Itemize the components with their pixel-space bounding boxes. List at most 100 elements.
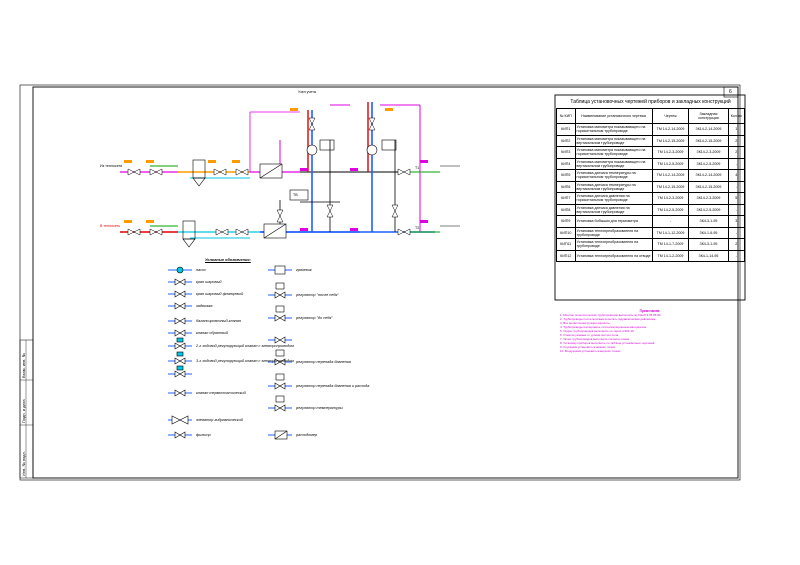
table-cell: КИП1 [556,123,576,136]
table-cell: 4 [727,169,746,182]
legend-title: Условные обозначения: [205,258,251,262]
table-cell: КИП10 [556,226,576,239]
to-network-label: В теплосеть [100,224,121,228]
note-line: 7. Уклон трубопроводов выполнить согласн… [560,337,630,341]
table-cell: КИП6 [556,180,576,193]
table-cell: КИП12 [556,249,576,262]
table-cell: Установка датчика давления на горизонтал… [574,192,653,205]
note-line: 5. Опоры трубопроводов выполнить по сери… [560,329,635,333]
legend-item: клапан обратный [196,331,228,335]
side-label-inventory: Инв. № подл. [21,451,26,476]
legend-item: 2-х ходовой регулирующий клапан с электр… [196,344,294,348]
table-cell: Установка датчика давления на вертикальн… [574,203,653,216]
table-cell: ТМ 14-2-14-2009 [651,123,690,136]
table-cell: 3 [727,215,746,228]
legend-item: задвижка [196,304,213,308]
note-line: 3. Все металлоконструкции окрасить. [560,321,611,325]
table-cell: ЗК4-1-6-95 [688,226,729,239]
table-cell: - [727,180,746,193]
legend-item: регулятор перепада давления [296,360,351,364]
table-cell: ТМ 14-2-3-2009 [651,192,690,205]
table-cell: ЗК14-2-5-2009 [688,157,729,170]
table-cell: ЗК4-3-1-95 [688,238,729,251]
legend-symbols [168,265,292,440]
table-cell: ТМ 14-2-5-2009 [651,157,690,170]
installation-drawings-table: Таблица установочных чертежей приборов и… [556,96,746,296]
table-cell: Установка манометра показывающего на гор… [574,123,653,136]
table-cell: Установка теплопреобразователя на трубоп… [574,238,653,251]
col-header: Кол-во [727,108,746,124]
legend-item: элеватор гидравлический [196,418,243,422]
table-cell: - [651,215,690,228]
legend-item: регулятор "до себя" [296,316,333,320]
table-cell: КИП5 [556,169,576,182]
table-cell: КИП2 [556,134,576,147]
table-cell: Установка манометра показывающего на вер… [574,134,653,147]
table-cell: Установка датчика температуры на вертика… [574,180,653,193]
table-cell: Установка датчика температуры на горизон… [574,169,653,182]
legend-item: фильтр [196,433,211,437]
table-cell: ЗК14-2-3-2009 [688,192,729,205]
table-cell: ЗК14-2-5-2009 [688,203,729,216]
table-cell: ТМ 14-2-15-2009 [651,134,690,147]
table-cell: 2 [727,238,746,251]
table-cell: - [727,203,746,216]
table-cell: Установка теплопреобразователя на отводе [574,249,653,262]
legend-item: регулятор температуры [296,406,343,410]
inner-frame [32,86,739,479]
tb-label: ТВ [293,193,298,197]
col-header: № КИП [556,108,576,124]
table-cell: 5 [727,192,746,205]
legend-item: балансировочный клапан [196,319,241,323]
note-line: 10. Воздушники установить в верхних точк… [560,349,622,353]
table-cell: ТМ 14-1-12-2009 [651,226,690,239]
table-border [554,94,746,301]
legend-item: регулятор перепада давления и расхода [296,384,370,388]
notes-title: Примечания: [639,309,661,313]
table-cell: Установка манометра показывающего на вер… [574,157,653,170]
table-cell: ЗК4-3-1-95 [688,215,729,228]
col-header: Закладная конструкция [688,108,729,124]
table-cell: ТМ 14-2-14-2009 [651,169,690,182]
notes-block: Примечания: 1. Монтаж технологических тр… [560,309,740,353]
uzel-label: Узел учета [298,90,316,94]
table-cell: Установка манометра показывающего на гор… [574,146,653,159]
table-cell: КИП7 [556,192,576,205]
legend-item: 3-х ходовой регулирующий клапан с электр… [196,359,294,363]
table-cell: ТМ 14-2-3-2009 [651,146,690,159]
outer-frame [19,84,741,481]
table-title: Таблица установочных чертежей приборов и… [570,98,731,105]
note-line: 4. Трубопроводы изолировать теплоизоляци… [560,325,647,329]
table-cell: Установка теплопреобразователя на трубоп… [574,226,653,239]
note-line: 2. Трубопроводы после монтажа испытать г… [560,317,657,321]
table-cell: ТМ 14-2-5-2009 [651,203,690,216]
table-cell: ТМ 14-2-15-2009 [651,180,690,193]
table-cell: КИП3 [556,146,576,159]
table-cell: - [727,249,746,262]
legend-item: расходомер [296,433,318,437]
equipment [182,139,397,248]
table-cell: 2 [727,146,746,159]
valves [127,117,411,236]
table-cell: КИП9 [556,215,576,228]
note-line: 1. Монтаж технологических трубопроводов … [560,313,662,317]
table-cell: 2 [727,134,746,147]
table-cell: 1 [727,123,746,136]
col-header: Наименование установочного чертежа [574,108,653,124]
table-cell: ТМ 14-1-7-2009 [651,238,690,251]
legend-item: насос [196,268,207,272]
binding-strip [19,339,34,479]
table-cell: ЗК14-2-3-2009 [688,146,729,159]
supply-t1-label: Т1 [415,166,420,170]
table-cell: ЗК14-2-14-2009 [688,123,729,136]
